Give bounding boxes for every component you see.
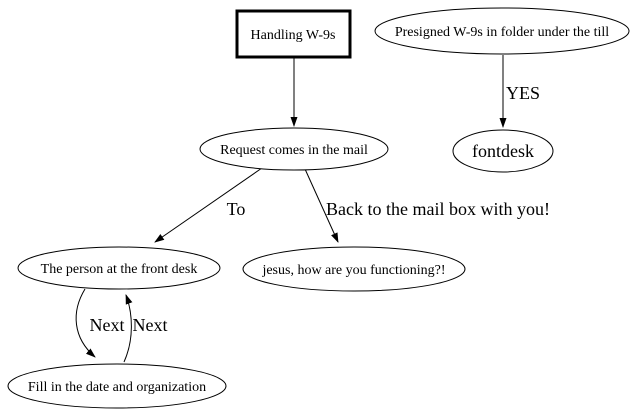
node-request-mail: Request comes in the mail	[199, 127, 389, 171]
request-mail-ellipse	[199, 127, 389, 171]
jesus-functioning-ellipse	[242, 246, 466, 292]
presigned-w9s-ellipse	[374, 7, 630, 55]
fontdesk-ellipse	[452, 129, 554, 173]
presigned-w9s-label: Presigned W-9s in folder under the till	[395, 25, 609, 40]
node-jesus-functioning: jesus, how are you functioning?!	[242, 246, 466, 292]
fill-in-date-ellipse	[7, 363, 227, 409]
request-mail-label: Request comes in the mail	[220, 143, 368, 158]
edge-request-to-person	[154, 167, 263, 243]
node-front-desk-person: The person at the front desk	[17, 246, 221, 290]
fill-in-date-label: Fill in the date and organization	[28, 380, 206, 395]
edge-label-next-down: Next	[90, 315, 125, 335]
handling-w9s-box	[235, 9, 352, 59]
node-fill-in-date: Fill in the date and organization	[7, 363, 227, 409]
handling-w9s-label: Handling W-9s	[251, 28, 336, 43]
edge-person-to-fill-in	[75, 288, 96, 358]
front-desk-person-label: The person at the front desk	[41, 262, 198, 277]
node-handling-w9s: Handling W-9s	[235, 9, 352, 59]
fontdesk-label: fontdesk	[472, 141, 534, 161]
edge-label-yes: YES	[506, 83, 540, 103]
edge-label-to: To	[227, 199, 246, 219]
front-desk-person-ellipse	[17, 246, 221, 290]
edge-label-next-up: Next	[133, 315, 168, 335]
edge-fill-in-to-person	[123, 294, 133, 363]
edge-label-back-to-mailbox: Back to the mail box with you!	[326, 199, 550, 219]
jesus-functioning-label: jesus, how are you functioning?!	[261, 263, 445, 278]
edge-request-to-jesus	[304, 168, 339, 243]
node-presigned-w9s: Presigned W-9s in folder under the till	[374, 7, 630, 55]
node-fontdesk: fontdesk	[452, 129, 554, 173]
